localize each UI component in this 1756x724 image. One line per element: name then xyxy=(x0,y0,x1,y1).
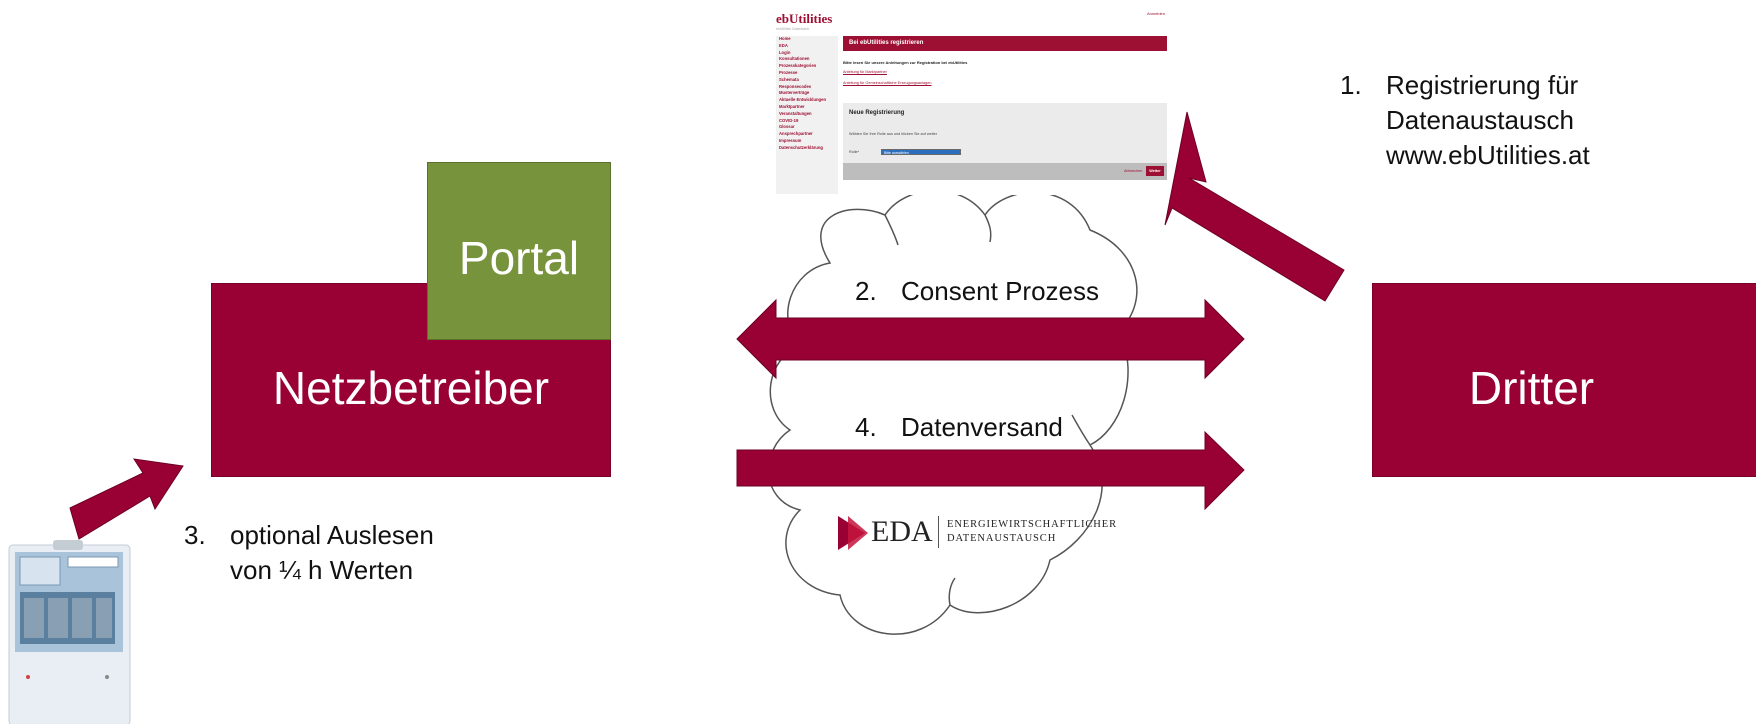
site-guide-link-partners[interactable]: Anleitung für Marktpartner xyxy=(843,70,887,74)
site-cancel-link[interactable]: Abbrechen xyxy=(1124,169,1143,173)
step2-text: Consent Prozess xyxy=(901,276,1099,306)
sidebar-item-marktpartner[interactable]: Marktpartner xyxy=(779,103,805,109)
sidebar-item-konsultationen[interactable]: Konsultationen xyxy=(779,56,810,62)
cloud-lobe xyxy=(984,214,992,243)
portal-box: Portal xyxy=(427,162,611,340)
ebutilities-website-screenshot: ebUtilities ebUtilities Datenbank Anmeld… xyxy=(773,0,1169,195)
site-guide-link-generation[interactable]: Anleitung für Gemeinschaftliche Erzeugun… xyxy=(843,81,932,85)
site-login-link[interactable]: Anmelden xyxy=(1146,11,1165,16)
data-transfer-arrow xyxy=(736,430,1245,511)
site-panel-title: Neue Registrierung xyxy=(849,110,905,116)
eda-logo-mark-text: EDA xyxy=(871,515,933,548)
site-logo: ebUtilities xyxy=(776,11,833,26)
site-panel-instructions: Wählen Sie Ihre Rolle aus und klicken Si… xyxy=(849,132,938,136)
site-role-label: Rolle* xyxy=(849,150,860,154)
portal-label: Portal xyxy=(458,232,580,284)
site-next-button[interactable]: Weiter xyxy=(1146,166,1164,176)
step1-line1: Registrierung für xyxy=(1386,70,1579,100)
step2-number: 2. xyxy=(855,276,877,306)
step4-number: 4. xyxy=(855,412,877,442)
site-page-header: Bei ebUtilities registrieren xyxy=(843,36,1167,51)
step1-line2: Datenaustausch xyxy=(1386,105,1574,135)
cloud-lobe xyxy=(1071,414,1091,446)
step3-line2: von ¼ h Werten xyxy=(230,555,414,585)
site-intro-text: Bitte lesen Sie unsere Anleitungen zur R… xyxy=(843,60,968,65)
eda-mark-icon xyxy=(838,516,868,550)
sidebar-item-schemata[interactable]: Schemata xyxy=(779,76,799,82)
sidebar-item-prozesskategorien[interactable]: Prozesskategorien xyxy=(779,63,817,69)
sidebar-item-responsecodes[interactable]: Responsecodes xyxy=(779,83,812,89)
sidebar-item-ansprechpartner[interactable]: Ansprechpartner xyxy=(779,131,813,137)
network-operator-label: Netzbetreiber xyxy=(272,362,550,414)
cloud-lobe xyxy=(884,214,899,246)
step3-line1: optional Auslesen xyxy=(230,520,434,550)
consent-double-arrow xyxy=(736,298,1245,380)
sidebar-item-home[interactable]: Home xyxy=(779,36,791,41)
eda-logo: EDA ENERGIEWIRTSCHAFTLICHER DATENAUSTAUS… xyxy=(835,515,1125,551)
site-panel-footer xyxy=(843,163,1167,180)
step1-line3: www.ebUtilities.at xyxy=(1386,140,1590,170)
sidebar-item-glossar[interactable]: Glossar xyxy=(779,124,795,130)
step1-number: 1. xyxy=(1340,70,1362,100)
site-tagline: ebUtilities Datenbank xyxy=(776,27,810,31)
eda-logo-line1: ENERGIEWIRTSCHAFTLICHER xyxy=(947,519,1117,530)
site-sidebar: Home EDA Login Konsultationen Prozesskat… xyxy=(776,36,838,194)
sidebar-item-covid[interactable]: COVID-19 xyxy=(779,117,799,123)
step4-label: 4. Datenversand xyxy=(855,410,1063,445)
sidebar-item-entwicklungen[interactable]: Aktuelle Entwicklungen xyxy=(779,97,827,103)
site-role-select[interactable]: Bitte auswählen xyxy=(881,149,961,155)
third-party-box: Dritter xyxy=(1372,283,1756,477)
eda-logo-line2: DATENAUSTAUSCH xyxy=(947,533,1057,544)
cloud-lobe xyxy=(948,577,956,606)
sidebar-item-veranstaltungen[interactable]: Veranstaltungen xyxy=(779,110,812,116)
third-party-label: Dritter xyxy=(1468,362,1595,414)
sidebar-item-login[interactable]: Login xyxy=(779,49,791,55)
step3-number: 3. xyxy=(184,520,206,550)
sidebar-item-datenschutz[interactable]: Datenschutzerklärung xyxy=(779,144,823,150)
step2-label: 2. Consent Prozess xyxy=(855,274,1099,309)
eda-logo-separator xyxy=(938,516,939,548)
sidebar-item-prozesse[interactable]: Prozesse xyxy=(779,69,798,75)
sidebar-item-impressum[interactable]: Impressum xyxy=(779,137,802,143)
sidebar-item-eda[interactable]: EDA xyxy=(779,42,788,48)
step1-label: 1. Registrierung für Datenaustausch www.e… xyxy=(1340,68,1590,173)
meter-readout-arrow xyxy=(69,458,184,540)
step3-label: 3. optional Auslesen von ¼ h Werten xyxy=(184,518,434,588)
sidebar-item-mustervertraege[interactable]: Musterverträge xyxy=(779,90,810,96)
registration-arrow xyxy=(1164,111,1345,302)
smart-meter-icon xyxy=(8,540,131,724)
step4-text: Datenversand xyxy=(901,412,1063,442)
cloud-shape xyxy=(768,189,1138,635)
